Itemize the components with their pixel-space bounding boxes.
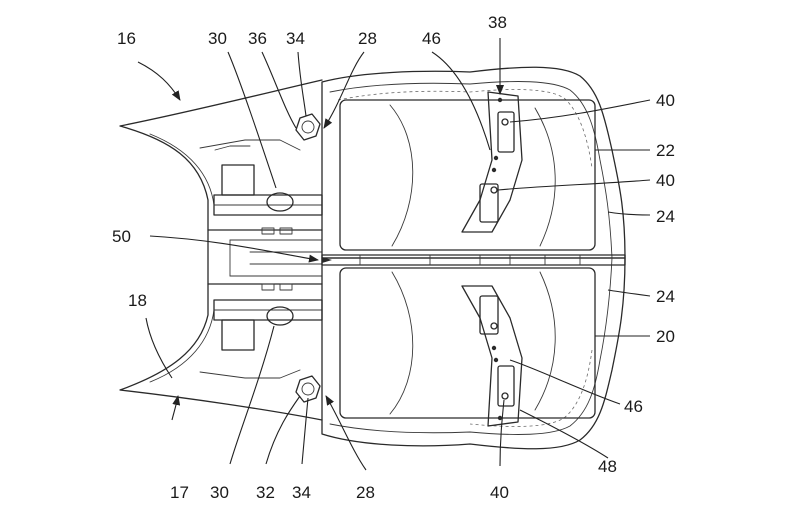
ref-16: 16 xyxy=(117,29,136,48)
ref-28-lower: 28 xyxy=(356,483,375,502)
hinge xyxy=(321,254,626,266)
ref-30-upper: 30 xyxy=(208,29,227,48)
leader-lines xyxy=(137,37,651,471)
ref-46-upper: 46 xyxy=(422,29,441,48)
ref-32: 32 xyxy=(256,483,275,502)
ref-17: 17 xyxy=(170,483,189,502)
lower-holder xyxy=(321,257,626,450)
ref-24-upper: 24 xyxy=(656,207,675,226)
ref-22: 22 xyxy=(656,141,675,160)
ref-24-lower: 24 xyxy=(656,287,675,306)
ref-18: 18 xyxy=(128,291,147,310)
ref-34-lower: 34 xyxy=(292,483,311,502)
ref-38: 38 xyxy=(488,13,507,32)
ref-50: 50 xyxy=(112,227,131,246)
ref-20: 20 xyxy=(656,327,675,346)
ref-30-lower: 30 xyxy=(210,483,229,502)
ref-48: 48 xyxy=(598,457,617,476)
ref-28-upper: 28 xyxy=(358,29,377,48)
ref-40-bottom: 40 xyxy=(490,483,509,502)
rear-hanger-bracket xyxy=(119,79,323,421)
ref-34-upper: 34 xyxy=(286,29,305,48)
upper-holder xyxy=(321,66,626,259)
ref-40-top: 40 xyxy=(656,91,675,110)
ref-40-middle: 40 xyxy=(656,171,675,190)
ref-36: 36 xyxy=(248,29,267,48)
reference-numerals: 16 17 18 20 22 24 24 28 28 30 30 32 34 3… xyxy=(112,13,675,502)
ref-46-lower: 46 xyxy=(624,397,643,416)
